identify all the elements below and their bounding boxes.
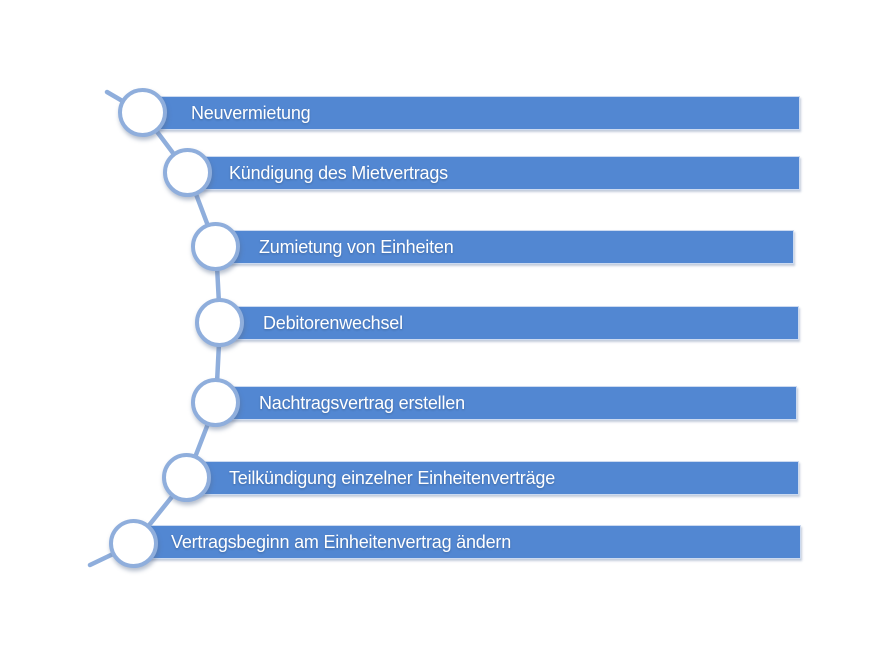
process-step-label: Zumietung von Einheiten bbox=[259, 237, 454, 257]
process-step-circle bbox=[191, 378, 240, 427]
process-step-bar: Vertragsbeginn am Einheitenvertrag änder… bbox=[134, 525, 801, 559]
process-step-bar: Zumietung von Einheiten bbox=[216, 230, 794, 264]
process-step-circle bbox=[109, 519, 158, 568]
process-step-circle bbox=[118, 88, 167, 137]
process-step-bar: Debitorenwechsel bbox=[220, 306, 799, 340]
process-step-circle bbox=[162, 453, 211, 502]
process-step-label: Neuvermietung bbox=[191, 103, 311, 123]
process-step-label: Teilkündigung einzelner Einheitenverträg… bbox=[229, 468, 556, 488]
process-step-bar: Neuvermietung bbox=[143, 96, 800, 130]
process-step-bar: Teilkündigung einzelner Einheitenverträg… bbox=[187, 461, 799, 495]
process-step-circle bbox=[163, 148, 212, 197]
process-step-label: Vertragsbeginn am Einheitenvertrag änder… bbox=[171, 532, 512, 552]
process-step-circle bbox=[195, 298, 244, 347]
process-step-bar: Nachtragsvertrag erstellen bbox=[216, 386, 797, 420]
process-step-bar: Kündigung des Mietvertrags bbox=[188, 156, 800, 190]
process-step-label: Debitorenwechsel bbox=[263, 313, 403, 333]
process-step-label: Nachtragsvertrag erstellen bbox=[259, 393, 465, 413]
process-step-circle bbox=[191, 222, 240, 271]
process-step-label: Kündigung des Mietvertrags bbox=[229, 163, 448, 183]
